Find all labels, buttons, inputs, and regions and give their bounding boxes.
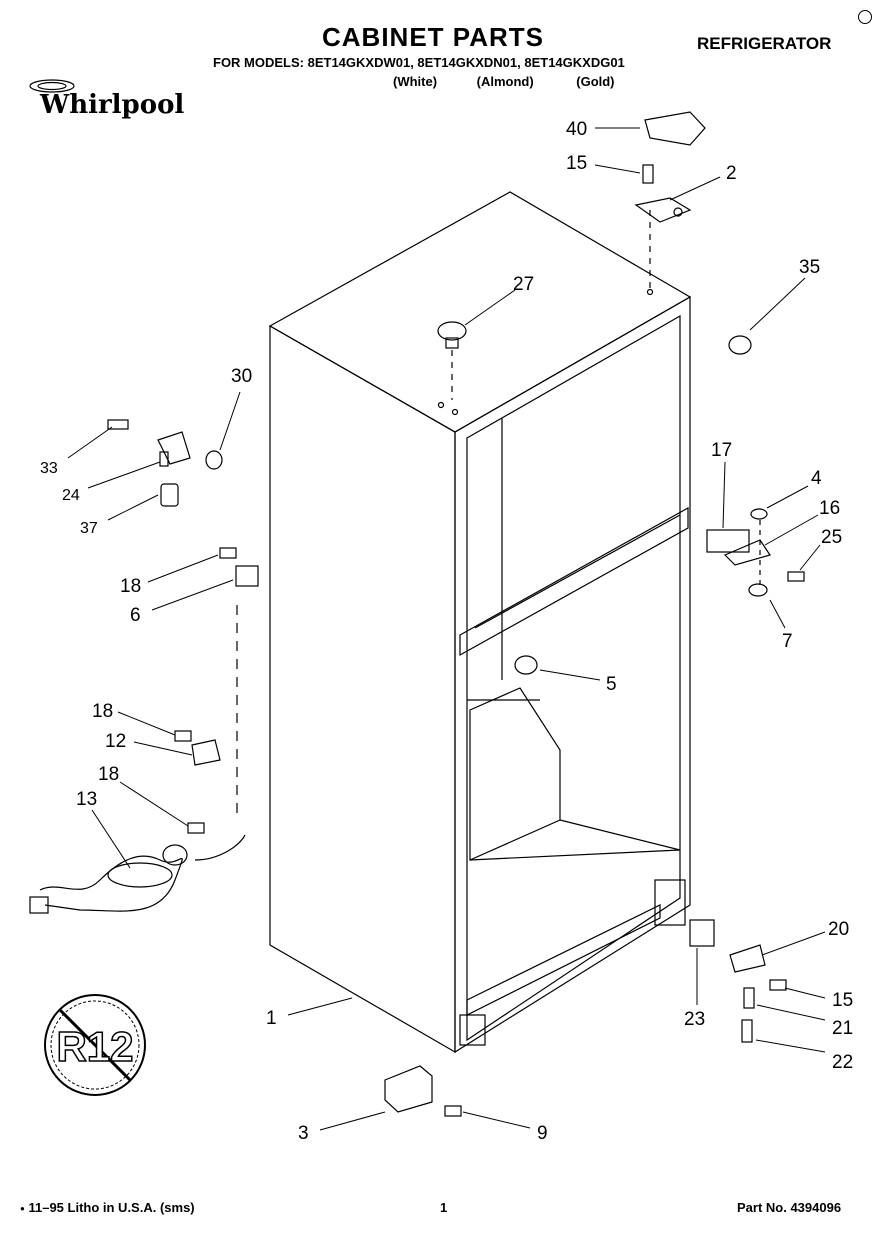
- bottom-hinge-20: [729, 944, 766, 973]
- callout-35: 35: [799, 257, 820, 278]
- brand-logo: Whirlpool: [40, 90, 185, 120]
- callout-5: 5: [606, 674, 617, 695]
- shim-23: [689, 919, 715, 947]
- top-hinge-2: [634, 197, 692, 223]
- hinge-17: [706, 529, 750, 553]
- badge-label: R12: [56, 1023, 133, 1070]
- callout-9: 9: [537, 1123, 548, 1144]
- callout-2: 2: [726, 163, 737, 184]
- callout-20: 20: [828, 919, 849, 940]
- color-white: (White): [393, 74, 438, 89]
- callout-24: 24: [62, 487, 80, 504]
- screw-22: [741, 1019, 753, 1043]
- callout-30: 30: [231, 366, 252, 387]
- color-almond: (Almond): [476, 74, 534, 89]
- footer-page-number: 1: [440, 1200, 448, 1215]
- corner-mark: [858, 10, 872, 24]
- models-line: FOR MODELS: 8ET14GKXDW01, 8ET14GKXDN01, …: [213, 55, 625, 70]
- callout-13: 13: [76, 789, 97, 810]
- r12-badge-icon: R12: [44, 994, 146, 1096]
- callout-37: 37: [80, 520, 98, 537]
- screw-25: [787, 571, 805, 582]
- door-stop-30: [205, 450, 223, 470]
- screw-15-bottom: [769, 979, 787, 991]
- screw-33: [107, 419, 129, 430]
- page-title: CABINET PARTS: [322, 22, 544, 52]
- footer-litho: ● 11–95 Litho in U.S.A. (sms): [20, 1200, 195, 1215]
- hinge-hole-plug-35: [728, 335, 752, 355]
- leveling-leg-3: [384, 1065, 433, 1113]
- callout-15-top: 15: [566, 153, 587, 174]
- hinge-screw-15-top: [642, 164, 654, 184]
- callout-6: 6: [130, 605, 141, 626]
- callout-7: 7: [782, 631, 793, 652]
- color-gold: (Gold): [576, 74, 615, 89]
- washer-7: [748, 583, 768, 597]
- bullet-icon: ●: [20, 1204, 25, 1214]
- footer-part-number: Part No. 4394096: [737, 1200, 842, 1215]
- callout-4: 4: [811, 468, 822, 489]
- appliance-type: REFRIGERATOR: [697, 34, 832, 53]
- callout-25: 25: [821, 527, 842, 548]
- spacer-37: [160, 483, 179, 507]
- model-colors: (White) (Almond) (Gold): [393, 74, 615, 89]
- brand-logo-icon: [29, 79, 75, 93]
- screw-18-lower: [187, 822, 205, 834]
- clip-12: [191, 739, 221, 766]
- hinge-pin-21: [743, 987, 755, 1009]
- callout-17: 17: [711, 440, 732, 461]
- callout-40: 40: [566, 119, 587, 140]
- callout-23: 23: [684, 1009, 705, 1030]
- callout-3: 3: [298, 1123, 309, 1144]
- callout-27: 27: [513, 274, 534, 295]
- screw-18-middle: [174, 730, 192, 742]
- callout-1: 1: [266, 1008, 277, 1029]
- callout-18-upper: 18: [120, 576, 141, 597]
- power-cord-13: [29, 834, 246, 914]
- clip-6: [235, 565, 259, 587]
- center-hinge-16: [723, 539, 771, 566]
- callout-18-lower: 18: [98, 764, 119, 785]
- callout-15-bottom: 15: [832, 990, 853, 1011]
- top-hinge-cover-40: [644, 111, 706, 146]
- washer-4: [750, 508, 768, 520]
- leader-lines: [67, 127, 826, 1131]
- callout-22: 22: [832, 1052, 853, 1073]
- callout-21: 21: [832, 1018, 853, 1039]
- callout-18-middle: 18: [92, 701, 113, 722]
- callout-16: 16: [819, 498, 840, 519]
- bracket-24: [157, 431, 191, 467]
- bumper-5: [514, 655, 538, 675]
- cabinet-body: [268, 191, 692, 1054]
- callout-12: 12: [105, 731, 126, 752]
- footer-litho-text: 11–95 Litho in U.S.A. (sms): [28, 1200, 195, 1215]
- top-plug-27: [437, 321, 467, 349]
- callout-33: 33: [40, 460, 58, 477]
- screw-18-upper: [219, 547, 237, 559]
- screw-9: [444, 1105, 462, 1117]
